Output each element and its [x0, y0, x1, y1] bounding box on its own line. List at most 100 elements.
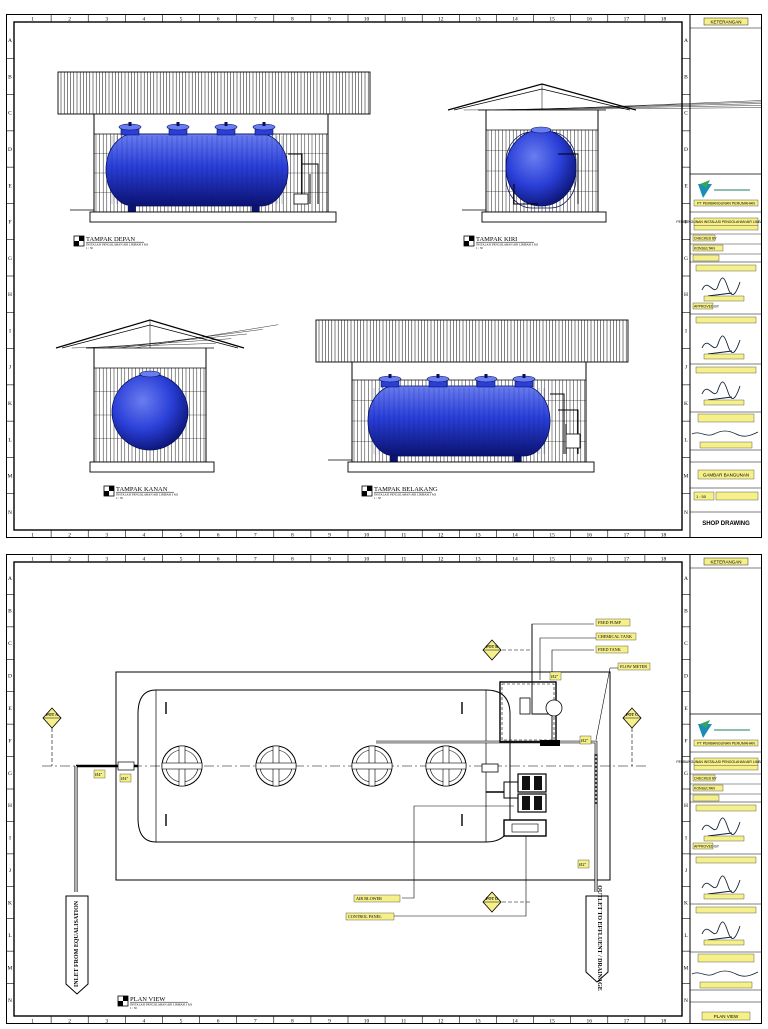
- drawing-title: PLAN VIEW: [714, 1014, 739, 1019]
- view-subtitle: INSTALASI PENGOLAHAN AIR LIMBAH 3 M3: [116, 493, 179, 497]
- grid-column-label: 7: [254, 533, 257, 539]
- manhole-plan: [255, 745, 297, 787]
- grid-row-label: D: [8, 147, 12, 153]
- grid-column-label: 12: [438, 17, 444, 23]
- air-blower-unit: [481, 763, 547, 813]
- grid-column-label: 16: [586, 17, 592, 23]
- grid-row-label: H: [8, 292, 12, 298]
- grid-column-label: 12: [438, 533, 444, 539]
- grid-column-label: 7: [254, 17, 257, 23]
- manhole-plan: [425, 745, 467, 787]
- grid-column-label: 17: [624, 557, 630, 563]
- roof: [55, 319, 279, 349]
- grid-row-label: M: [8, 474, 13, 480]
- grid-row-label: J: [9, 365, 12, 371]
- manhole: [512, 374, 536, 388]
- grid-column-label: 18: [661, 533, 667, 539]
- grid-row-label: H: [8, 803, 12, 809]
- plan-drawing: 1122334455667788991010111112121313141415…: [6, 554, 768, 1025]
- grid-column-label: 1: [31, 17, 34, 23]
- grid-column-label: 14: [512, 533, 518, 539]
- ipal-tank: [111, 370, 189, 451]
- grid-row-label: M: [684, 474, 689, 480]
- signature: [701, 875, 741, 895]
- grid-column-label: 18: [661, 557, 667, 563]
- grid-row-label: I: [685, 836, 687, 842]
- grid-row-label: K: [684, 901, 688, 907]
- approved-label: APPROVED BY: [694, 845, 720, 849]
- pipe-size: Ø2": [581, 738, 588, 743]
- grid-row-label: F: [684, 220, 687, 226]
- callout-label: FEED TANK: [598, 647, 621, 652]
- company-logo: [698, 720, 750, 738]
- grid-column-label: 15: [549, 17, 555, 23]
- callout-label: FEED PUMP: [598, 620, 622, 625]
- grid-column-label: 12: [438, 557, 444, 563]
- grid-column-label: 13: [475, 1019, 481, 1025]
- pipe-size-tag: Ø2": [579, 735, 592, 745]
- view-scale: 1 : 50: [86, 246, 93, 250]
- grid-row-label: M: [8, 965, 13, 971]
- grid-row-label: N: [8, 510, 12, 516]
- designer-label: KONSULTAN: [694, 787, 715, 791]
- grid-row-label: K: [8, 401, 12, 407]
- grid-column-label: 5: [180, 1019, 183, 1025]
- grid-row-label: C: [8, 641, 12, 647]
- grid-row-label: I: [685, 328, 687, 334]
- signature: [701, 335, 741, 355]
- signature: [701, 381, 741, 401]
- grid-column-label: 5: [180, 533, 183, 539]
- roof: [315, 319, 629, 363]
- grid-column-label: 2: [68, 17, 71, 23]
- sheet-footer: SHOP DRAWING: [702, 521, 750, 527]
- grid-column-label: 10: [364, 1019, 370, 1025]
- manhole: [252, 122, 276, 136]
- section-mark-label: POT C: [626, 712, 638, 717]
- project-name: PEMBANGUNAN INSTALASI PENGOLAHAN AIR LIM…: [676, 760, 762, 764]
- title-block: KETERANGAN PT PEMBANGUNAN PERUMAHAN PEMBAN…: [676, 557, 768, 1021]
- pipe-size: Ø2": [579, 862, 586, 867]
- view-title: TAMPAK KANAN: [116, 486, 168, 493]
- view-subtitle: INSTALASI PENGOLAHAN AIR LIMBAH 3 M3: [374, 493, 437, 497]
- drawing-frame: 1122334455667788991010111112121313141415…: [6, 554, 762, 1025]
- title-block-header: KETERANGAN: [710, 560, 741, 565]
- grid-row-label: D: [684, 674, 688, 680]
- grid-row-label: I: [9, 328, 11, 334]
- manhole-plan: [161, 745, 203, 787]
- outlet-arrow: OUTLET TO EFFLUENT / DRAINAGE: [585, 885, 609, 991]
- callout: FEED TANK: [595, 645, 629, 654]
- view-subtitle: INSTALASI PENGOLAHAN AIR LIMBAH 3 M3: [86, 243, 149, 247]
- callout-label: AIR BLOWER: [356, 896, 382, 901]
- grid-row-label: L: [8, 437, 12, 443]
- inlet-arrow: INLET FROM EQUALISATION: [65, 895, 89, 995]
- company-name: PT PEMBANGUNAN PERUMAHAN: [697, 742, 755, 746]
- grid-column-label: 7: [254, 557, 257, 563]
- grid-column-label: 13: [475, 557, 481, 563]
- manhole: [426, 374, 450, 388]
- grid-column-label: 11: [401, 557, 407, 563]
- view-title: TAMPAK KIRI: [476, 236, 517, 243]
- grid-column-label: 3: [105, 557, 108, 563]
- callout: FEED PUMP: [595, 618, 631, 627]
- grid-row-label: G: [8, 256, 12, 262]
- grid-row-label: B: [684, 609, 688, 615]
- grid-column-label: 15: [549, 1019, 555, 1025]
- grid-column-label: 17: [624, 17, 630, 23]
- grid-column-label: 4: [143, 1019, 146, 1025]
- grid-column-label: 8: [291, 533, 294, 539]
- ipal-tank: [105, 122, 289, 212]
- pipe-size-tag: Ø4": [119, 773, 132, 783]
- grid-row-label: B: [684, 74, 688, 80]
- company-name: PT PEMBANGUNAN PERUMAHAN: [697, 202, 755, 206]
- inlet-label: INLET FROM EQUALISATION: [74, 900, 80, 987]
- grid-column-label: 3: [105, 533, 108, 539]
- title-block-header-bg: [703, 557, 749, 566]
- grid-column-label: 9: [328, 557, 331, 563]
- section-mark: POT C: [622, 707, 642, 729]
